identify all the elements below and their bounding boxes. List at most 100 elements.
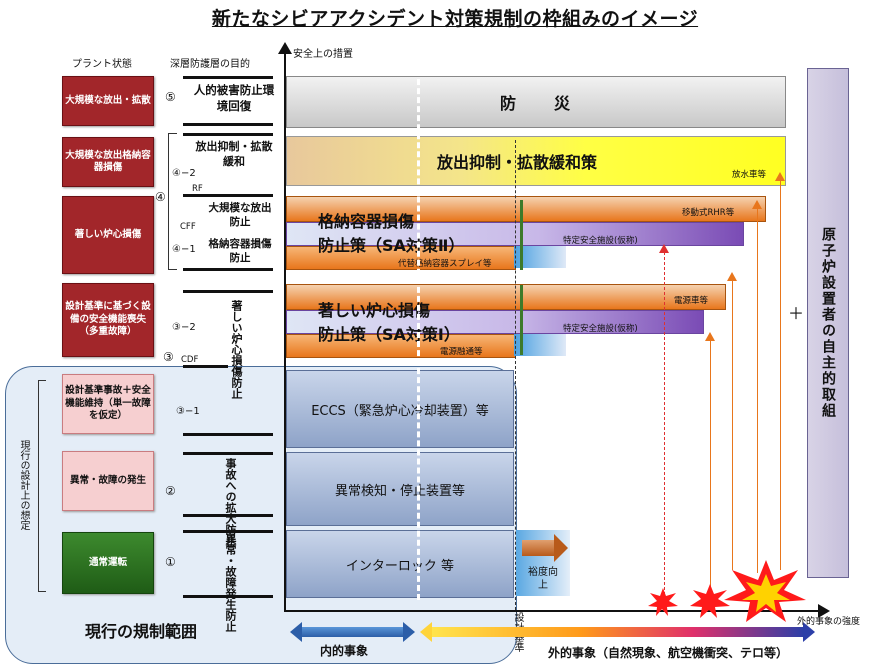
- divider: [183, 365, 228, 368]
- level-2-vertical-text: 事故への拡大防止: [224, 458, 237, 546]
- plant-state-multiple-failure: 設計基準に基づく設備の安全機能喪失（多重故障）: [62, 283, 154, 357]
- rf-label: RF: [192, 184, 203, 194]
- safety-measures-header: 安全上の措置: [293, 49, 353, 60]
- external-intensity-label: 外的事象の強度: [797, 617, 861, 627]
- special-facility-label-2: 特定安全施設(仮称): [563, 324, 638, 334]
- explosion-large-icon: [724, 560, 806, 622]
- external-arrow-4-icon: [752, 200, 762, 209]
- internal-events-label: 内的事象: [320, 644, 369, 658]
- release-suppression-bar: 放出抑制・拡散緩和策: [286, 136, 786, 186]
- level-1-vertical-text: 異常・故障発生防止: [224, 533, 237, 632]
- divider: [183, 433, 273, 436]
- external-events-arrow-left-icon: [420, 622, 432, 642]
- page-title: 新たなシビアアクシデント対策規制の枠組みのイメージ: [211, 8, 699, 30]
- divider: [183, 514, 273, 517]
- margin-arrow-body: [522, 540, 554, 556]
- design-basis-marker: [520, 285, 523, 355]
- plant-state-design-basis-accident: 設計基準事故＋安全機能維持（単一故障を仮定）: [62, 374, 154, 434]
- divider: [183, 452, 273, 455]
- explosion-small-icon: [648, 588, 678, 616]
- mobile-rhr-bar: [286, 196, 766, 222]
- disaster-bar: 防 災: [286, 76, 786, 128]
- white-dashed-separator: [417, 70, 420, 600]
- external-arrow-2: [710, 340, 711, 595]
- design-basis-line: [515, 140, 516, 610]
- divider: [183, 268, 273, 271]
- internal-events-arrow-right-icon: [403, 622, 415, 642]
- plant-state-cv-damage: 大規模な放出格納容器損傷: [62, 137, 154, 187]
- divider: [183, 595, 273, 598]
- fire-truck-label: 放水車等: [732, 170, 767, 180]
- special-facility-bar-2: [286, 310, 704, 334]
- explosion-medium-icon: [690, 584, 730, 618]
- external-arrow-4: [757, 208, 758, 573]
- operator-voluntary-box: 原子炉設置者の自主的取組: [807, 68, 849, 578]
- level-4-large-release-text: 大規模な放出防止: [208, 202, 272, 228]
- cdf-label: CDF: [181, 355, 199, 365]
- core-prevention-subtitle: 防止策（SA対策Ⅰ）: [318, 325, 460, 344]
- y-axis-arrow-icon: [278, 42, 292, 54]
- divider: [183, 290, 273, 293]
- depth-purpose-header: 深層防護層の目的: [170, 59, 250, 70]
- internal-events-arrow-left-icon: [290, 622, 302, 642]
- level-3-2-marker: ③−2: [172, 322, 196, 333]
- cv-prevention-subtitle: 防止策（SA対策Ⅱ）: [318, 236, 465, 255]
- external-arrow-5: [780, 180, 781, 570]
- external-arrow-5-icon: [775, 172, 785, 181]
- x-axis: [284, 610, 819, 612]
- level-4-2-text: 放出抑制・拡散緩和: [195, 140, 273, 168]
- design-assumption-bracket: [38, 380, 46, 592]
- level-4-1-marker: ④−1: [172, 244, 196, 255]
- power-truck-bar: [286, 284, 726, 310]
- level-4-marker: ④: [155, 190, 166, 204]
- plant-state-normal-operation: 通常運転: [62, 532, 154, 594]
- divider: [183, 133, 273, 136]
- power-truck-label: 電源車等: [674, 296, 709, 306]
- divider: [183, 123, 273, 126]
- plus-sign: ＋: [788, 304, 805, 323]
- external-arrow-3: [732, 280, 733, 570]
- plant-state-anomaly: 異常・故障の発生: [62, 451, 154, 511]
- level-3-marker: ③: [163, 350, 174, 364]
- level-5-marker: ⑤: [165, 90, 176, 104]
- x-axis-arrow-icon: [818, 604, 830, 618]
- plant-state-header: プラント状態: [72, 59, 132, 70]
- core-prevention-title: 著しい炉心損傷: [318, 301, 431, 320]
- external-events-arrow-right-icon: [803, 622, 815, 642]
- external-arrow-2-icon: [705, 332, 715, 341]
- cv-prevention-title: 格納容器損傷: [318, 212, 415, 231]
- current-design-assumption-label: 現行の設計上の想定: [18, 440, 29, 530]
- level-1-marker: ①: [165, 555, 176, 569]
- level-5-text: 人的被害防止環境回復: [193, 83, 275, 113]
- margin-arrow-icon: [554, 534, 568, 562]
- divider: [183, 194, 273, 197]
- margin-gradient: [514, 334, 566, 356]
- level-2-marker: ②: [165, 484, 176, 498]
- external-arrow-3-icon: [727, 272, 737, 281]
- level-4-bracket: [168, 133, 177, 270]
- special-facility-label-1: 特定安全施設(仮称): [563, 236, 638, 246]
- external-arrow-1-icon: [659, 244, 669, 253]
- alt-spray-bar: [286, 246, 516, 270]
- margin-gradient: [514, 246, 566, 268]
- divider: [183, 530, 273, 533]
- plant-state-large-release: 大規模な放出・拡散: [62, 76, 154, 126]
- alt-spray-label: 代替格納容器スプレイ等: [398, 259, 492, 269]
- level-3-1-marker: ③−1: [176, 406, 200, 417]
- design-basis-marker: [520, 200, 523, 270]
- y-axis: [284, 50, 286, 612]
- power-interchange-bar: [286, 334, 516, 358]
- divider: [183, 76, 273, 79]
- cff-label: CFF: [180, 222, 196, 232]
- current-regulation-label: 現行の規制範囲: [85, 622, 198, 641]
- external-arrow-1: [664, 252, 665, 600]
- level-3-vertical-text: 著しい炉心損傷防止: [230, 300, 243, 399]
- release-suppression-label: 放出抑制・拡散緩和策: [437, 153, 598, 172]
- interlock-bar: インターロック 等: [286, 530, 514, 598]
- external-events-arrow-body: [432, 627, 804, 637]
- plant-state-core-damage: 著しい炉心損傷: [62, 196, 154, 274]
- power-interchange-label: 電源融通等: [440, 347, 483, 357]
- mobile-rhr-label: 移動式RHR等: [682, 208, 735, 218]
- eccs-bar: ECCS（緊急炉心冷却装置）等: [286, 370, 514, 448]
- external-events-label: 外的事象（自然現象、航空機衝突、テロ等）: [548, 646, 789, 660]
